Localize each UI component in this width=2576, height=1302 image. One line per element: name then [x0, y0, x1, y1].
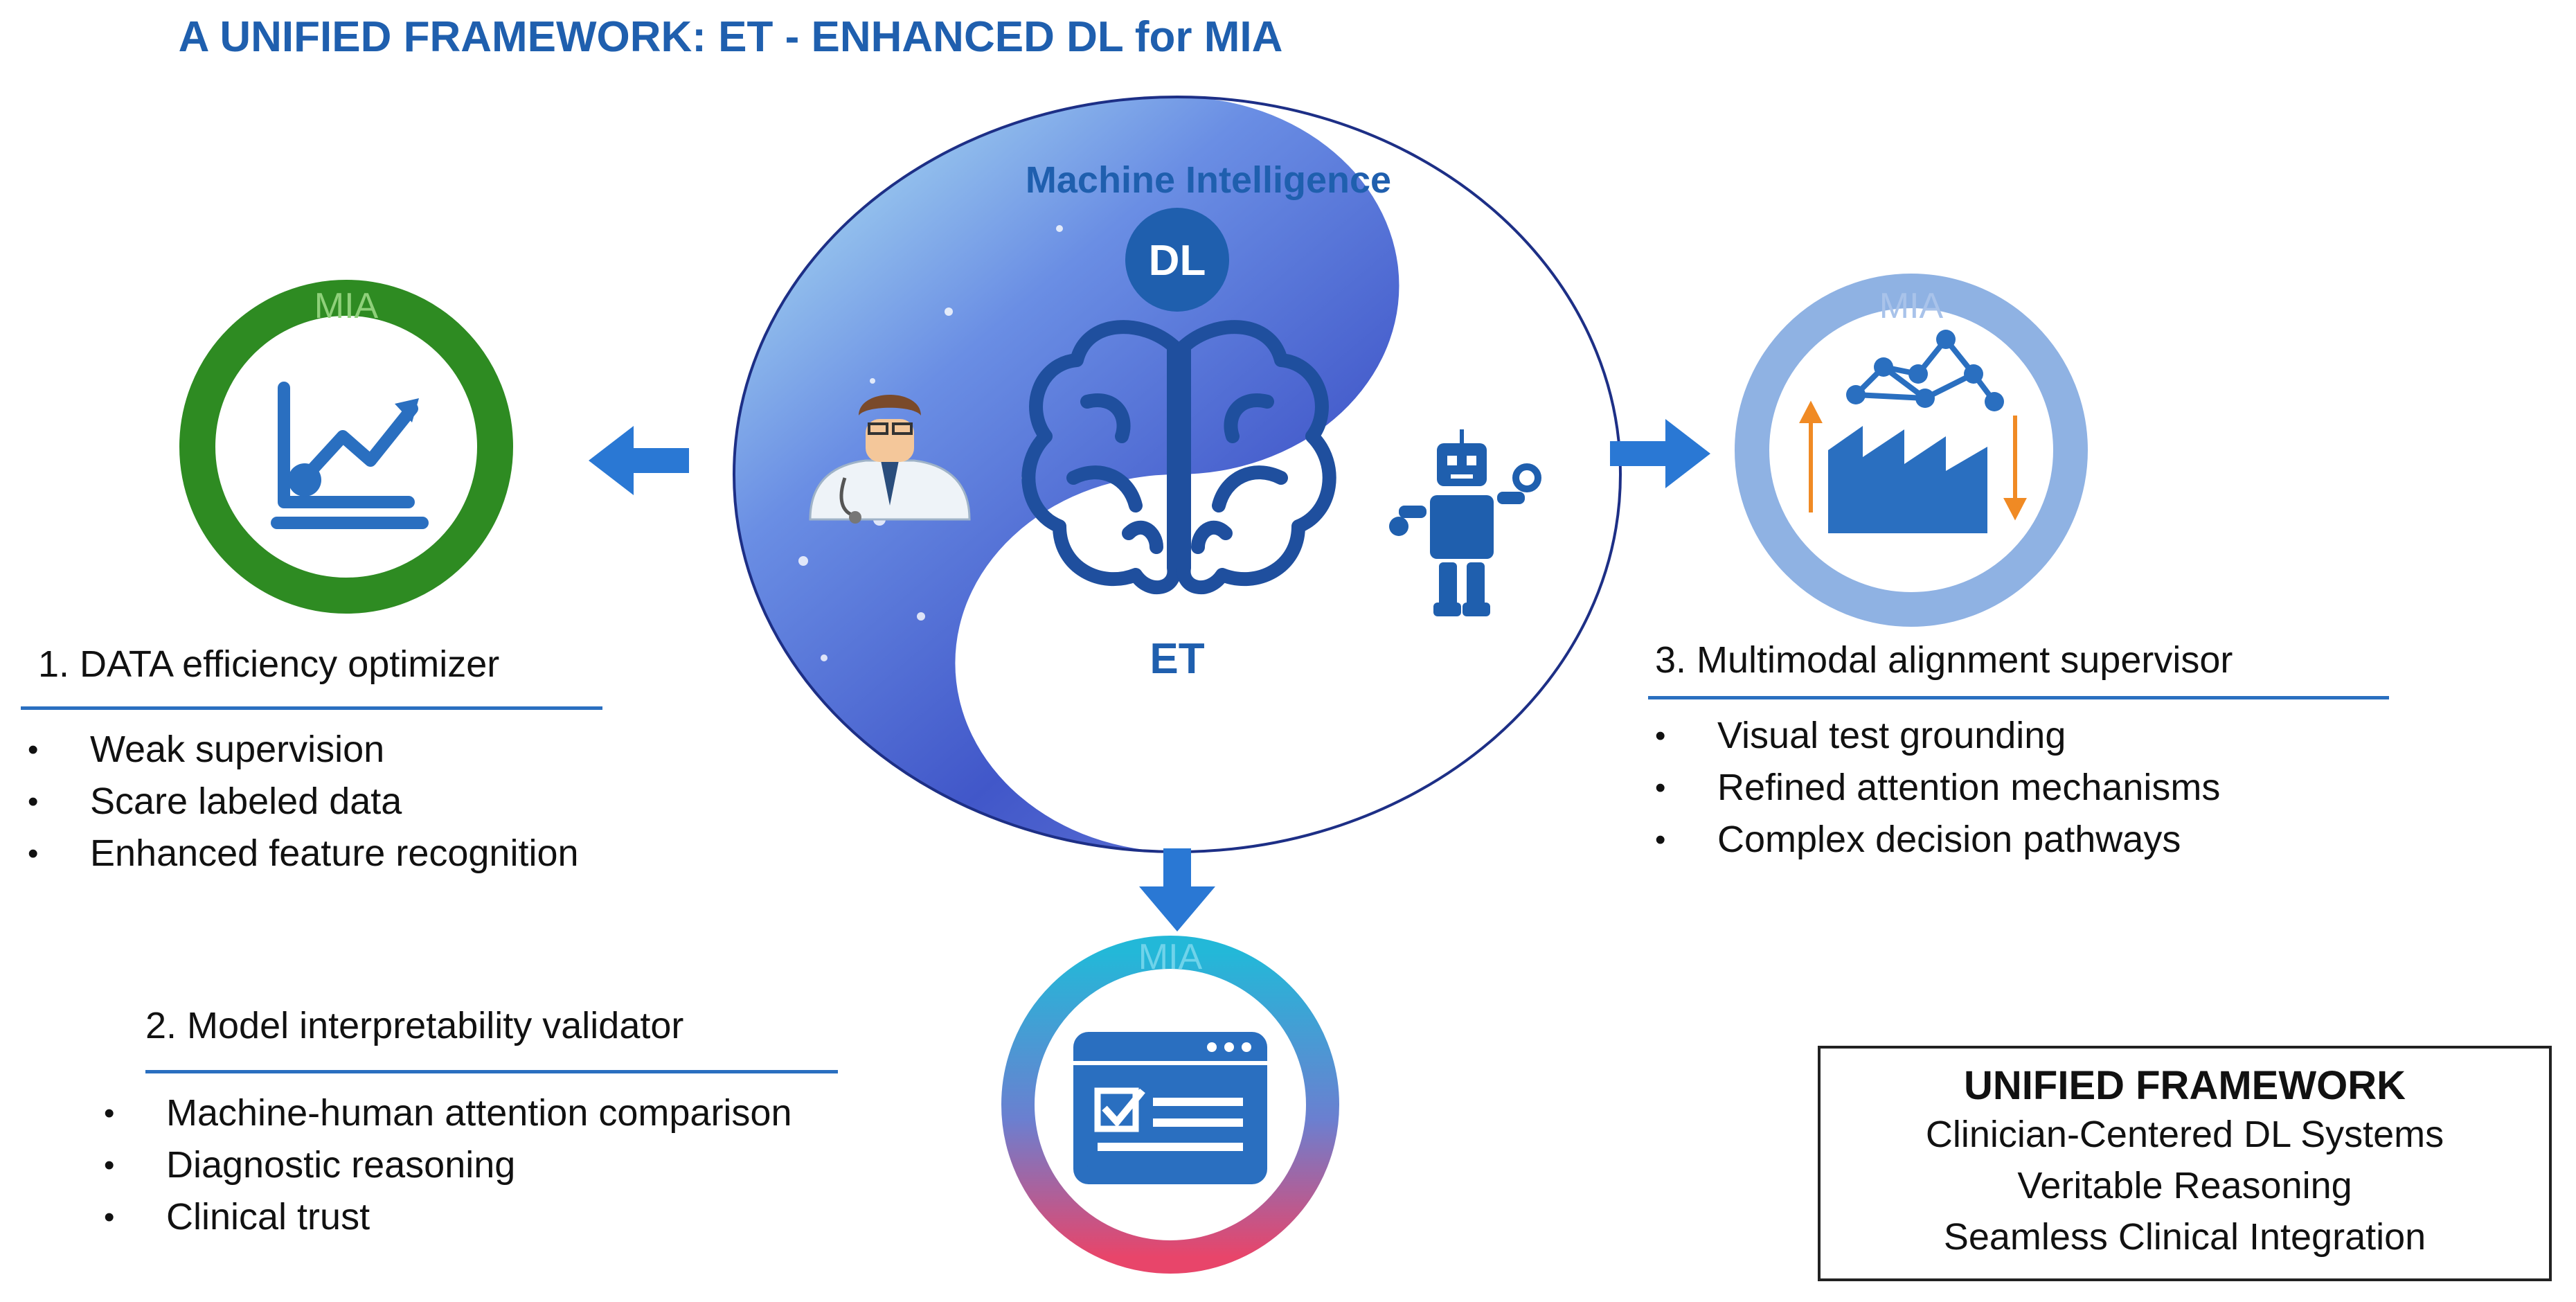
framework-line: Clinician-Centered DL Systems — [1925, 1114, 2444, 1155]
arrow-down — [1139, 848, 1215, 931]
left-underline — [21, 706, 602, 710]
bottom-mia-label: MIA — [1138, 937, 1203, 977]
et-badge — [1125, 606, 1229, 710]
bottom-bullets: Machine-human attention comparison Diagn… — [97, 1087, 792, 1243]
network-factory-icon — [1799, 330, 2027, 533]
right-heading: 3. Multimodal alignment supervisor — [1655, 639, 2233, 681]
central-emblem: Machine Intelligence DL ET Human intelli… — [733, 96, 1622, 853]
growth-chart-icon — [271, 382, 429, 529]
et-badge-text: ET — [1150, 635, 1204, 683]
right-bullets: Visual test grounding Refined attention … — [1648, 710, 2220, 866]
diagram-title: A UNIFIED FRAMEWORK: ET - ENHANCED DL fo… — [178, 13, 1283, 61]
yin-yang-light — [955, 97, 1620, 852]
framework-heading: UNIFIED FRAMEWORK — [1964, 1063, 2406, 1108]
left-heading: 1. DATA efficiency optimizer — [38, 643, 500, 685]
right-mia-label: MIA — [1879, 286, 1944, 326]
list-item: Diagnostic reasoning — [97, 1139, 792, 1191]
dl-badge — [1125, 208, 1229, 312]
bottom-mia-ring — [1001, 936, 1339, 1274]
framework-line: Veritable Reasoning — [2017, 1165, 2352, 1206]
bottom-underline — [145, 1070, 838, 1073]
machine-intelligence-label: Machine Intelligence — [1026, 159, 1391, 201]
left-mia-ring — [179, 280, 513, 614]
human-intelligence-label: Human intelligence — [985, 717, 1315, 758]
list-item: Machine-human attention comparison — [97, 1087, 792, 1139]
list-item: Refined attention mechanisms — [1648, 762, 2220, 814]
list-item: Scare labeled data — [21, 776, 579, 828]
dl-badge-text: DL — [1149, 237, 1206, 285]
right-underline — [1648, 696, 2389, 699]
left-mia-label: MIA — [314, 286, 379, 326]
checklist-window-icon — [1073, 1032, 1267, 1184]
left-bullets: Weak supervision Scare labeled data Enha… — [21, 724, 579, 880]
framework-line: Seamless Clinical Integration — [1943, 1216, 2426, 1258]
list-item: Visual test grounding — [1648, 710, 2220, 762]
right-mia-ring — [1735, 274, 2088, 627]
unified-framework-box: UNIFIED FRAMEWORK Clinician-Centered DL … — [1818, 1046, 2552, 1281]
bottom-heading: 2. Model interpretability validator — [145, 1005, 684, 1046]
doctor-icon — [809, 395, 971, 524]
brain-icon — [1021, 320, 1336, 594]
list-item: Clinical trust — [97, 1191, 792, 1243]
arrow-right — [1610, 419, 1710, 488]
list-item: Complex decision pathways — [1648, 814, 2220, 866]
list-item: Weak supervision — [21, 724, 579, 776]
list-item: Enhanced feature recognition — [21, 828, 579, 880]
arrow-left — [589, 426, 689, 495]
robot-icon — [1389, 429, 1541, 616]
